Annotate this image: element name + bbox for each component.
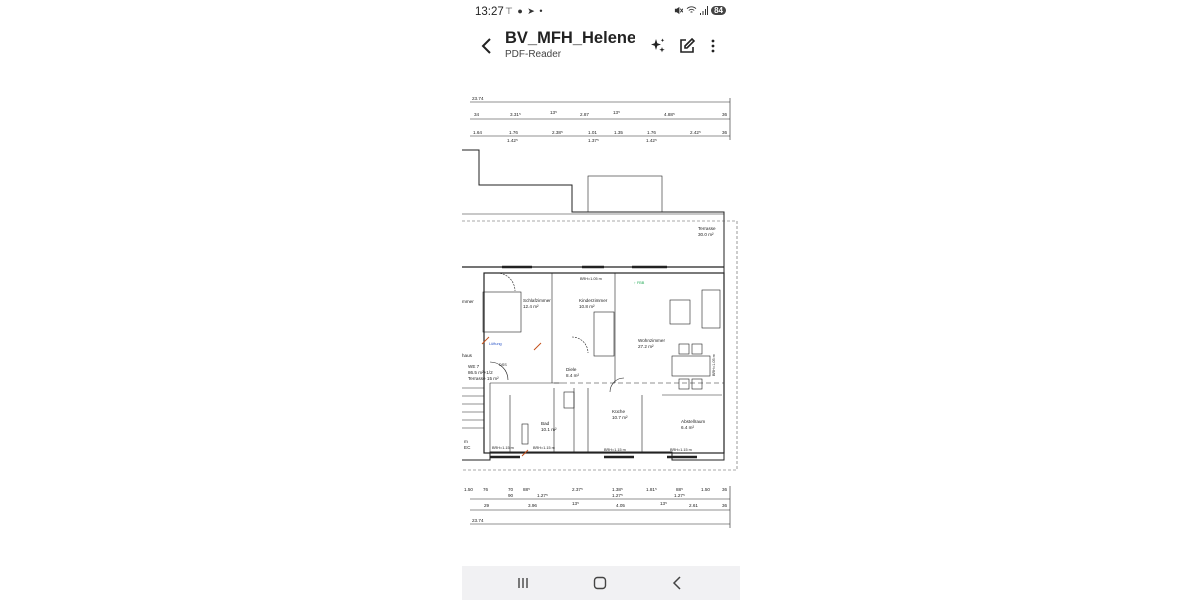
wifi-icon (686, 6, 697, 13)
room-area: 30.0 m² (698, 232, 714, 237)
note: DSS (499, 363, 507, 367)
dim: 1.50 (464, 487, 473, 492)
dim: 70 (508, 487, 514, 492)
room-area: Terrasse 15 m² (468, 376, 499, 381)
app-subtitle: PDF-Reader (505, 49, 562, 60)
dim: 2.61 (689, 503, 698, 508)
note: BRH=1.15 m (604, 448, 626, 452)
system-nav-bar (462, 566, 740, 600)
dim: 29 (484, 503, 490, 508)
room-area: 12.4 m² (523, 304, 539, 309)
dim: 36 (722, 112, 728, 117)
note: BRH=1.05 m (580, 277, 602, 281)
dim: 2.38⁵ (552, 130, 563, 135)
dim: 1.64 (473, 130, 482, 135)
nav-back-icon[interactable] (668, 574, 688, 592)
room-label: Terrasse (698, 226, 716, 231)
dim: 13⁵ (550, 110, 557, 115)
phone-screen: 13:27 ⊤ ● ➤ • 84 BV_MFH_Helene-... PDF-R… (462, 0, 740, 600)
dim: 3.31⁵ (510, 112, 521, 117)
dim: 34 (474, 112, 480, 117)
note: Lüftung (489, 342, 502, 346)
room-label: Kinderzimmer (579, 298, 608, 303)
dim: 4.88⁵ (664, 112, 675, 117)
room-label: Schlafzimmer (523, 298, 551, 303)
app-bar: BV_MFH_Helene-... PDF-Reader (462, 26, 740, 70)
dim: 2.87 (580, 112, 589, 117)
back-arrow-icon[interactable] (480, 36, 494, 56)
dim: 88⁵ (523, 487, 530, 492)
note: BRH=1.15 m (533, 446, 555, 450)
status-time: 13:27 (475, 6, 504, 18)
dim: 1.81⁵ (646, 487, 657, 492)
dim: 13⁵ (660, 501, 667, 506)
dim-total-bottom: 23.74 (472, 518, 484, 523)
floor-plan-page[interactable]: 23.74 34 3.31⁵ 13⁵ 2.87 13⁵ 4.88⁵ 36 1.6… (462, 88, 740, 538)
room-label: mmer (462, 299, 474, 304)
dim-total-top: 23.74 (472, 96, 484, 101)
dim: 1.01 (588, 130, 597, 135)
room-label: EC (464, 445, 471, 450)
dim: 2.37⁵ (572, 487, 583, 492)
note: BRH=1.15 m (670, 448, 692, 452)
dim: 1.76 (647, 130, 656, 135)
room-label: Abstellraum (681, 419, 705, 424)
room-label: haus (462, 353, 473, 358)
mute-icon (674, 6, 684, 15)
dim: 90 (508, 493, 514, 498)
dim: 1.42⁵ (646, 138, 657, 143)
dim: 1.27⁵ (537, 493, 548, 498)
room-label: Bad (541, 421, 550, 426)
dim: 88⁵ (676, 487, 683, 492)
room-area: 27.2 m² (638, 344, 654, 349)
home-icon[interactable] (590, 574, 610, 592)
dim: 1.42⁵ (507, 138, 518, 143)
dim: 1.38⁵ (612, 487, 623, 492)
room-area: 10.7 m² (612, 415, 628, 420)
status-bar: 13:27 ⊤ ● ➤ • 84 (462, 0, 740, 26)
notification-icons: ⊤ ● ➤ • (505, 6, 544, 16)
room-label: Diele (566, 367, 577, 372)
ai-sparkle-icon[interactable] (649, 37, 667, 55)
dim: 1.76 (509, 130, 518, 135)
room-area: 6.4 m² (681, 425, 694, 430)
room-area: 8.4 m² (566, 373, 579, 378)
recents-icon[interactable] (513, 574, 533, 592)
dim: 36 (722, 487, 728, 492)
dim: 13⁵ (572, 501, 579, 506)
document-title: BV_MFH_Helene-... (505, 29, 635, 47)
vent-marks (481, 336, 542, 457)
note: BRH=1.15 m (492, 446, 514, 450)
room-label: Küche (612, 409, 625, 414)
dim: 76 (483, 487, 489, 492)
room-area: 10.1 m² (541, 427, 557, 432)
plan-notes: BRH=1.05 m BRH=1.05 m BRH=1.15 m BRH=1.1… (489, 277, 716, 452)
signal-icon (700, 6, 709, 15)
battery-indicator: 84 (711, 6, 726, 15)
note: ↑ FBB (634, 281, 645, 285)
room-label: WE 7 (468, 364, 480, 369)
dim: 2.42⁵ (690, 130, 701, 135)
dim: 1.27⁵ (674, 493, 685, 498)
dim: 1.37⁵ (588, 138, 599, 143)
dim: 1.27⁵ (612, 493, 623, 498)
dim: 1.50 (701, 487, 710, 492)
room-label: Wohnzimmer (638, 338, 665, 343)
more-vert-icon[interactable] (704, 37, 722, 55)
room-label: m (464, 439, 468, 444)
room-area: 86.5 m²+1/2 (468, 370, 493, 375)
dim: 1.35 (614, 130, 623, 135)
dim: 3.96 (528, 503, 537, 508)
dimension-labels: 23.74 34 3.31⁵ 13⁵ 2.87 13⁵ 4.88⁵ 36 1.6… (464, 96, 728, 523)
status-right-icons: 84 (674, 6, 726, 15)
room-labels: Terrasse 30.0 m² Schlafzimmer 12.4 m² Ki… (462, 226, 716, 450)
dim: 13⁵ (613, 110, 620, 115)
dim: 36 (722, 503, 728, 508)
dim: 36 (722, 130, 728, 135)
room-area: 10.8 m² (579, 304, 595, 309)
note: BRH=1.05 m (712, 354, 716, 376)
edit-icon[interactable] (678, 37, 696, 55)
dim: 4.05 (616, 503, 625, 508)
